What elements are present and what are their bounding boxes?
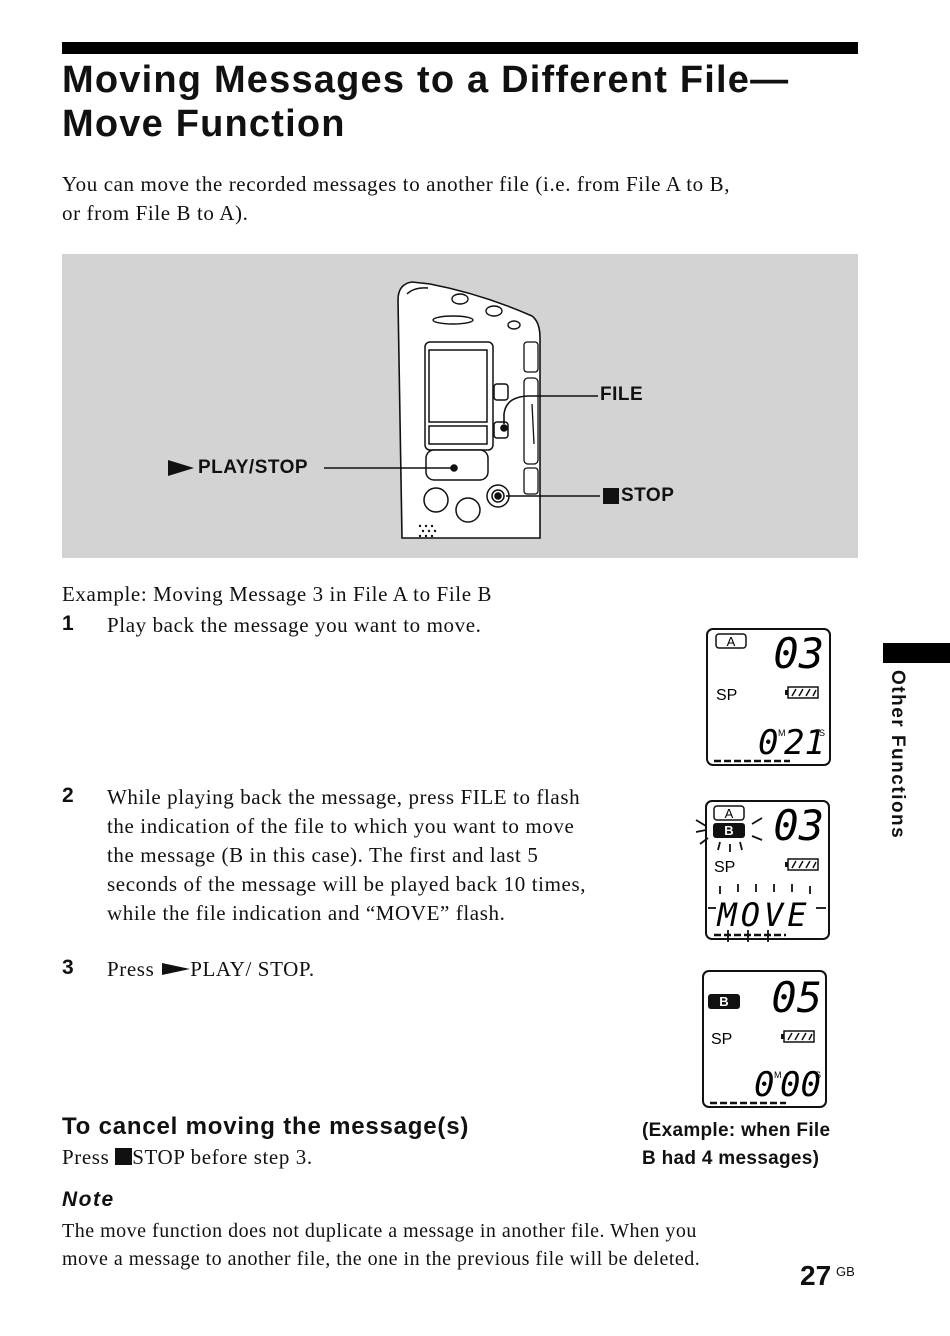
- stop-square-icon: [603, 488, 619, 504]
- lcd2-file-filled: B: [724, 823, 733, 838]
- stop-callout-label: STOP: [621, 485, 675, 506]
- step-2-line: While playing back the message, press FI…: [107, 785, 581, 809]
- lcd1-minutes: 0: [758, 723, 778, 763]
- file-callout-line: [503, 395, 598, 424]
- step-2-text: While playing back the message, press FI…: [107, 783, 586, 928]
- lcd2-move: MOVE: [716, 896, 810, 934]
- stop-square-icon: [115, 1148, 133, 1165]
- step-1-number: 1: [62, 612, 74, 635]
- step-3-text: Press PLAY/ STOP.: [107, 955, 315, 984]
- lcd1-unit-m: M: [778, 728, 786, 738]
- lcd1-file: A: [727, 634, 736, 649]
- top-jack-1: [451, 293, 469, 305]
- intro-line2: or from File B to A).: [62, 201, 249, 225]
- step-2-line: the indication of the file to which you …: [107, 814, 575, 838]
- file-callout-label: FILE: [600, 384, 644, 405]
- recorder-illustration: [168, 281, 619, 539]
- section-tab-text: Other Functions: [887, 670, 908, 840]
- lcd-bottom: [428, 425, 488, 445]
- lcd1-unit-s: S: [819, 728, 825, 738]
- lcd3-file: B: [719, 994, 728, 1009]
- round-button-1: [423, 487, 449, 513]
- lcd-display-step3: B 05 SP 0 M 00 S: [702, 970, 827, 1108]
- cancel-text: Press STOP before step 3.: [62, 1145, 313, 1170]
- caption-line2: B had 4 messages): [642, 1148, 820, 1169]
- step-2-line: the message (B in this case). The first …: [107, 843, 539, 867]
- step-2-line: seconds of the message will be played ba…: [107, 872, 587, 896]
- note-text: The move function does not duplicate a m…: [62, 1217, 822, 1273]
- file-button-upper: [493, 383, 509, 401]
- cancel-stop: STOP before step 3.: [132, 1145, 313, 1169]
- page-number-suffix: GB: [836, 1264, 855, 1279]
- lcd-display-step1: A 03 SP 0 M 21 S: [706, 628, 831, 766]
- top-jack-3: [507, 320, 521, 330]
- step-3-press: Press: [107, 957, 161, 981]
- lcd2-number: 03: [773, 801, 824, 850]
- play-triangle-icon: [168, 460, 194, 476]
- lcd-screen: [428, 349, 488, 423]
- note-heading: Note: [62, 1188, 115, 1211]
- step-2-line: while the file indication and “MOVE” fla…: [107, 901, 506, 925]
- section-tab-bar: [883, 643, 950, 663]
- example-line: Example: Moving Message 3 in File A to F…: [62, 582, 493, 606]
- display-caption: (Example: when File B had 4 messages): [642, 1117, 872, 1173]
- lcd3-seconds: 00: [780, 1065, 821, 1105]
- side-control-1: [523, 341, 539, 373]
- lcd3-number: 05: [771, 973, 822, 1022]
- recorder-figure: FILE PLAY/STOP STOP: [62, 254, 858, 558]
- top-jack-2: [485, 305, 503, 317]
- lcd3-unit-m: M: [774, 1070, 782, 1080]
- note-line1: The move function does not duplicate a m…: [62, 1220, 697, 1242]
- page-title-line1: Moving Messages to a Different File—: [62, 59, 790, 101]
- step-3-play-stop: PLAY/ STOP.: [190, 957, 315, 981]
- play-triangle-icon: [162, 963, 191, 975]
- intro-paragraph: You can move the recorded messages to an…: [62, 170, 852, 228]
- lcd3-minutes: 0: [754, 1065, 774, 1105]
- cancel-heading: To cancel moving the message(s): [62, 1113, 470, 1140]
- lcd2-file-outline: A: [725, 806, 734, 821]
- step-1-text: Play back the message you want to move.: [107, 611, 481, 640]
- page-number: 27: [800, 1260, 832, 1291]
- lcd2-mode: SP: [714, 859, 735, 876]
- section-tab-label: Other Functions: [878, 670, 908, 860]
- play-stop-callout-label: PLAY/STOP: [198, 457, 309, 478]
- note-line2: move a message to another file, the one …: [62, 1248, 701, 1270]
- title-rule: [62, 42, 858, 54]
- lcd-display-step2: A B 03 SP MOVE: [695, 800, 830, 942]
- lcd3-unit-s: S: [815, 1070, 821, 1080]
- round-button-2: [455, 497, 481, 523]
- intro-line1: You can move the recorded messages to an…: [62, 172, 731, 196]
- page-title-line2: Move Function: [62, 103, 346, 145]
- play-stop-button: [425, 449, 489, 481]
- top-slot: [432, 315, 474, 325]
- step-2-number: 2: [62, 784, 74, 807]
- page-title: Moving Messages to a Different File— Mov…: [62, 58, 862, 146]
- caption-line1: (Example: when File: [642, 1120, 831, 1141]
- lcd1-mode: SP: [716, 687, 737, 704]
- side-control-3: [523, 467, 539, 495]
- step-1-line: Play back the message you want to move.: [107, 613, 482, 637]
- lcd1-seconds: 21: [784, 723, 825, 763]
- lcd3-mode: SP: [711, 1031, 732, 1048]
- cancel-press: Press: [62, 1145, 116, 1169]
- lcd1-number: 03: [773, 629, 824, 678]
- step-3-number: 3: [62, 956, 74, 979]
- side-control-2: [523, 377, 539, 465]
